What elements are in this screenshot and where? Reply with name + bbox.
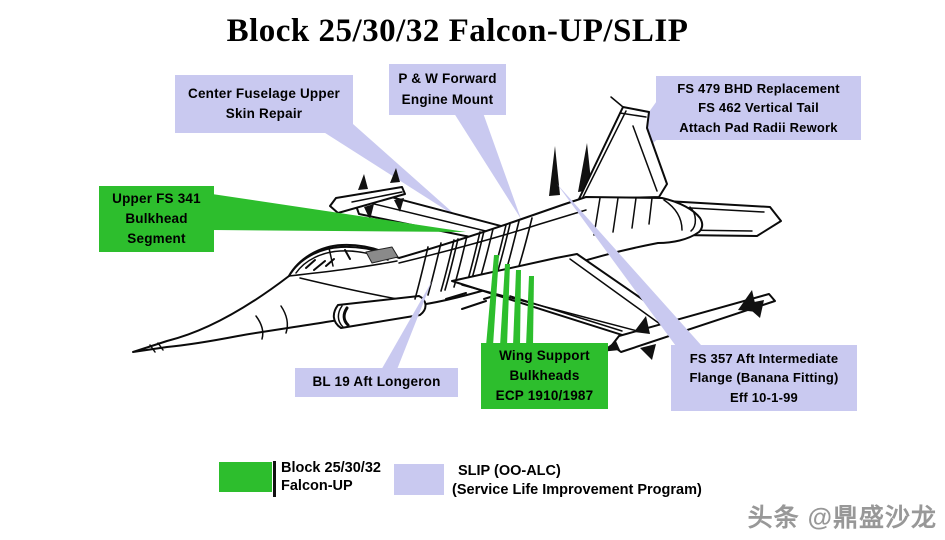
pilot-figure <box>305 249 351 271</box>
callout-line: Wing Support <box>499 347 590 363</box>
leader-bl19 <box>380 281 432 372</box>
leader-pw-engine-mount <box>452 110 521 219</box>
page-title: Block 25/30/32 Falcon-UP/SLIP <box>226 13 689 49</box>
callout-line: Bulkheads <box>509 367 580 383</box>
leader-fs357 <box>557 184 701 353</box>
fuselage <box>132 196 704 353</box>
callout-line: Center Fuselage Upper <box>188 85 340 101</box>
callout-line: Upper FS 341 <box>112 190 201 206</box>
callout-center-fuselage-skin-repair: Center Fuselage Upper Skin Repair <box>175 75 353 133</box>
bulkhead-station-lines <box>414 217 533 300</box>
callout-bl19-aft-longeron: BL 19 Aft Longeron <box>295 368 458 397</box>
legend-line: (Service Life Improvement Program) <box>452 482 702 498</box>
leader-lines-over <box>212 184 701 372</box>
callout-fs357-aft-intermediate-flange: FS 357 Aft Intermediate Flange (Banana F… <box>671 345 857 411</box>
legend-label-falcon-up: Block 25/30/32 Falcon-UP <box>281 460 381 495</box>
callout-line: Skin Repair <box>225 106 303 121</box>
callout-line: Segment <box>127 231 186 247</box>
callout-upper-fs341-bulkhead-segment: Upper FS 341 Bulkhead Segment <box>99 186 214 252</box>
toutiao-watermark: 头条 @鼎盛沙龙 <box>747 504 937 532</box>
callout-line: FS 357 Aft Intermediate <box>689 350 839 366</box>
leader-center-fuselage <box>322 124 460 219</box>
legend-swatch-slip <box>394 464 444 495</box>
legend-line: Falcon-UP <box>281 477 353 494</box>
legend-divider <box>273 461 276 497</box>
legend-label-slip: SLIP (OO-ALC) (Service Life Improvement … <box>452 462 702 500</box>
callout-line: Bulkhead <box>125 210 188 226</box>
callout-line: P & W Forward <box>398 71 497 87</box>
callout-fs479-bhd-replacement: FS 479 BHD Replacement FS 462 Vertical T… <box>656 76 861 140</box>
leader-wing-support <box>486 255 534 346</box>
callout-line: Engine Mount <box>401 91 494 107</box>
callout-line: FS 462 Vertical Tail <box>698 100 819 116</box>
callout-line: ECP 1910/1987 <box>495 388 594 404</box>
legend-swatch-falcon-up <box>219 462 272 492</box>
canopy <box>288 245 399 277</box>
leader-upper-fs341 <box>212 194 466 232</box>
callout-line: Flange (Banana Fitting) <box>689 370 839 386</box>
callout-line: BL 19 Aft Longeron <box>312 374 441 390</box>
callout-pw-forward-engine-mount: P & W Forward Engine Mount <box>389 64 506 115</box>
canopy-aft-frame <box>365 246 399 264</box>
callout-line: Eff 10-1-99 <box>730 389 798 405</box>
callout-wing-support-bulkheads: Wing Support Bulkheads ECP 1910/1987 <box>481 343 608 409</box>
legend-line: Block 25/30/32 <box>281 460 381 476</box>
wingtip-missile-far <box>329 186 406 214</box>
legend-line: SLIP (OO-ALC) <box>458 463 561 479</box>
callout-line: Attach Pad Radii Rework <box>679 119 838 135</box>
callout-line: FS 479 BHD Replacement <box>677 80 840 96</box>
